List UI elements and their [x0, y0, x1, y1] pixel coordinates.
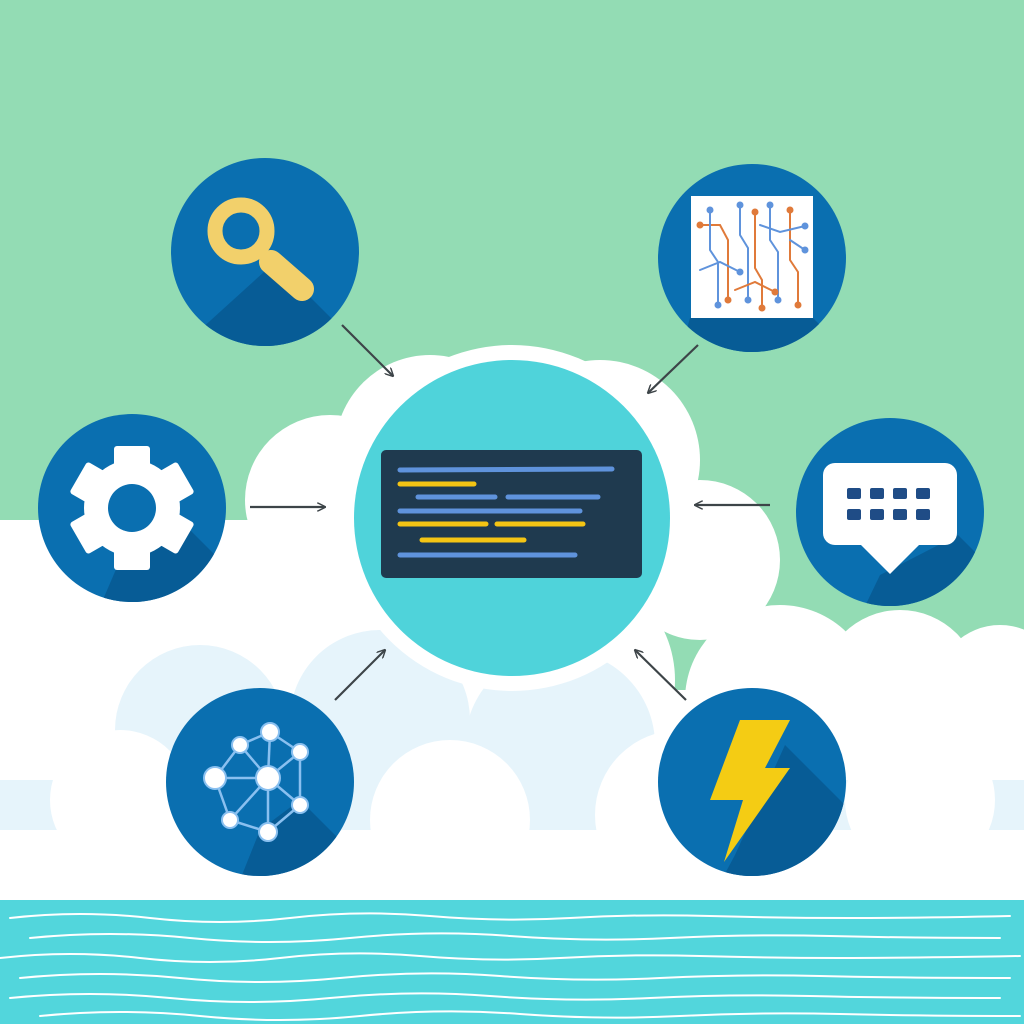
code-editor-icon — [381, 450, 642, 578]
hub-node — [339, 345, 685, 691]
search-node — [171, 158, 359, 346]
gear-icon — [70, 446, 194, 570]
circuit-node — [658, 164, 846, 352]
magnifier-icon — [207, 197, 314, 301]
arrow-search-to-hub — [341, 324, 393, 376]
chat-node — [796, 418, 984, 606]
water-strip — [0, 900, 1024, 1024]
arrow-circuit-to-hub — [648, 344, 699, 393]
chat-bubble-icon — [823, 463, 957, 574]
network-node — [166, 688, 354, 876]
power-node — [658, 688, 846, 876]
circuit-board-icon — [691, 196, 813, 318]
network-graph-icon — [203, 722, 309, 842]
arrow-power-to-hub — [635, 650, 687, 701]
settings-node — [38, 414, 226, 602]
connectors — [250, 324, 770, 701]
lightning-bolt-icon — [710, 720, 790, 862]
arrow-network-to-hub — [334, 650, 385, 701]
